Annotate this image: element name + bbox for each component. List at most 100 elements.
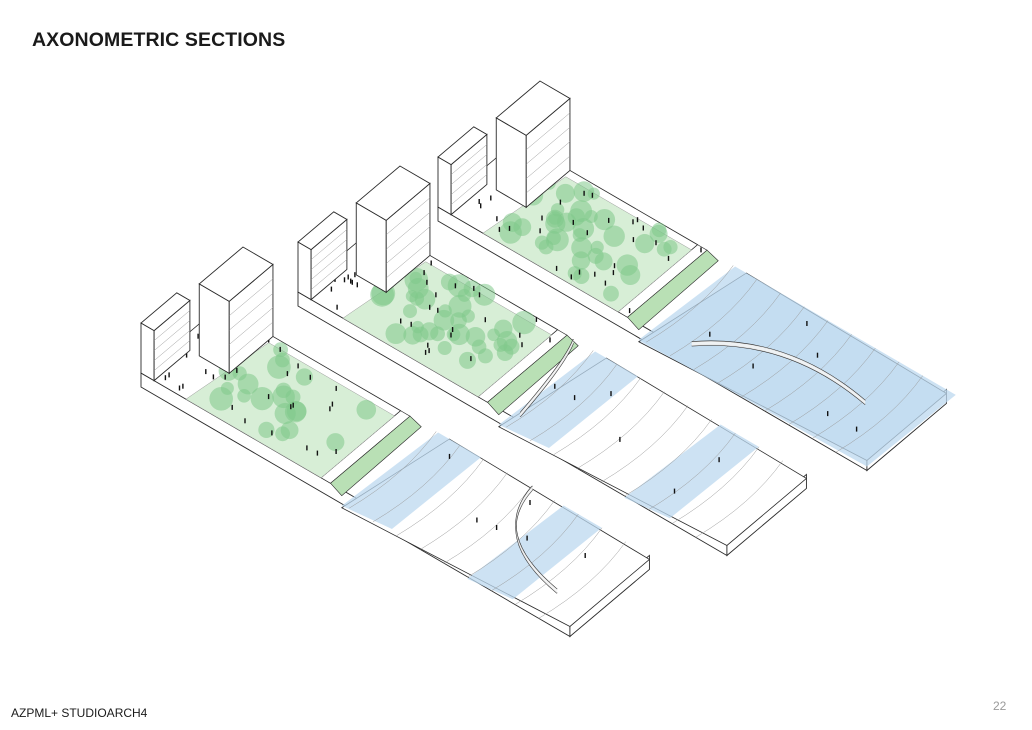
tall-building-roof <box>495 80 571 136</box>
person-figure <box>573 395 576 401</box>
green-terrace <box>627 249 719 331</box>
person-figure <box>292 402 294 408</box>
person-figure <box>478 199 480 204</box>
floor-line <box>310 259 348 290</box>
tree-canopy <box>404 267 429 292</box>
contour-line <box>396 458 484 536</box>
person-figure <box>309 374 311 380</box>
floor-line <box>153 320 191 351</box>
axonometric-section-3 <box>437 80 956 472</box>
tree-canopy <box>438 304 452 318</box>
tree-canopy <box>459 351 476 369</box>
person-figure <box>478 292 481 298</box>
person-figure <box>855 426 858 432</box>
tree-canopy <box>571 251 591 270</box>
floor-line <box>526 155 571 194</box>
person-figure <box>490 195 492 201</box>
water-band <box>498 351 638 448</box>
person-figure <box>329 406 331 412</box>
person-figure <box>619 436 621 442</box>
person-figure <box>628 308 631 314</box>
person-figure <box>428 348 430 354</box>
contour-line <box>835 375 923 453</box>
tree-canopy <box>546 231 561 245</box>
person-figure <box>435 292 437 298</box>
tree-canopy <box>295 368 313 386</box>
contour-line <box>695 460 783 538</box>
person-figure <box>642 225 644 231</box>
axonometric-section-1 <box>140 246 651 638</box>
person-figure <box>244 418 246 424</box>
tree-canopy <box>356 400 377 420</box>
tree-canopy <box>237 373 259 395</box>
contour-line <box>577 391 665 469</box>
person-figure <box>185 352 188 358</box>
low-building-roof <box>140 292 191 332</box>
person-figure <box>400 318 402 324</box>
person-figure <box>410 321 412 327</box>
person-figure <box>613 263 616 269</box>
person-figure <box>437 307 439 313</box>
tree-canopy <box>603 225 625 247</box>
tree-canopy <box>570 200 592 223</box>
contour-line <box>693 292 781 370</box>
person-figure <box>498 226 501 232</box>
tree-canopy <box>572 228 587 242</box>
tree-canopy <box>587 187 600 200</box>
person-figure <box>752 363 754 369</box>
tree-canopy <box>487 328 500 342</box>
person-figure <box>480 203 482 209</box>
contour-line <box>648 432 736 510</box>
person-figure <box>182 383 184 389</box>
water-band <box>624 424 759 519</box>
contour-line <box>514 527 603 605</box>
tree-canopy <box>587 247 604 264</box>
person-figure <box>612 270 615 276</box>
tree-canopy <box>573 268 590 284</box>
person-figure <box>267 394 270 400</box>
contour-line <box>764 334 852 412</box>
contour-line <box>624 419 712 497</box>
person-figure <box>470 356 472 362</box>
contour-line <box>538 541 626 619</box>
person-figure <box>343 277 346 283</box>
person-figure <box>286 371 289 377</box>
contour-line <box>600 405 689 483</box>
person-figure <box>700 247 702 253</box>
person-figure <box>632 219 634 225</box>
person-figure <box>709 331 711 337</box>
low-building-side <box>437 156 452 216</box>
person-figure <box>583 190 585 196</box>
person-figure <box>290 404 292 410</box>
person-figure <box>450 332 452 338</box>
person-figure <box>331 401 334 407</box>
floor-line <box>153 340 191 371</box>
person-figure <box>667 255 670 261</box>
person-figure <box>350 278 352 284</box>
floor-line <box>153 330 191 361</box>
person-figure <box>354 272 356 278</box>
bridge-deck <box>691 341 866 405</box>
tall-building-roof <box>355 165 431 221</box>
tree-canopy <box>403 304 417 319</box>
contour-line <box>671 446 760 524</box>
contour-line <box>443 486 532 564</box>
person-figure <box>554 383 556 389</box>
tree-canopy <box>267 355 291 379</box>
person-figure <box>578 269 581 275</box>
person-figure <box>429 304 431 310</box>
person-figure <box>197 333 199 339</box>
floor-line <box>310 249 348 280</box>
person-figure <box>594 271 596 277</box>
tree-canopy <box>258 421 275 438</box>
contour-line <box>372 445 461 523</box>
person-figure <box>297 363 299 369</box>
footbridge <box>691 340 866 405</box>
floor-line <box>229 321 274 360</box>
tree-canopy <box>620 265 641 285</box>
person-figure <box>178 385 181 391</box>
person-figure <box>271 430 273 436</box>
tree-canopy <box>502 213 522 232</box>
person-figure <box>164 375 167 381</box>
person-figure <box>424 349 427 355</box>
